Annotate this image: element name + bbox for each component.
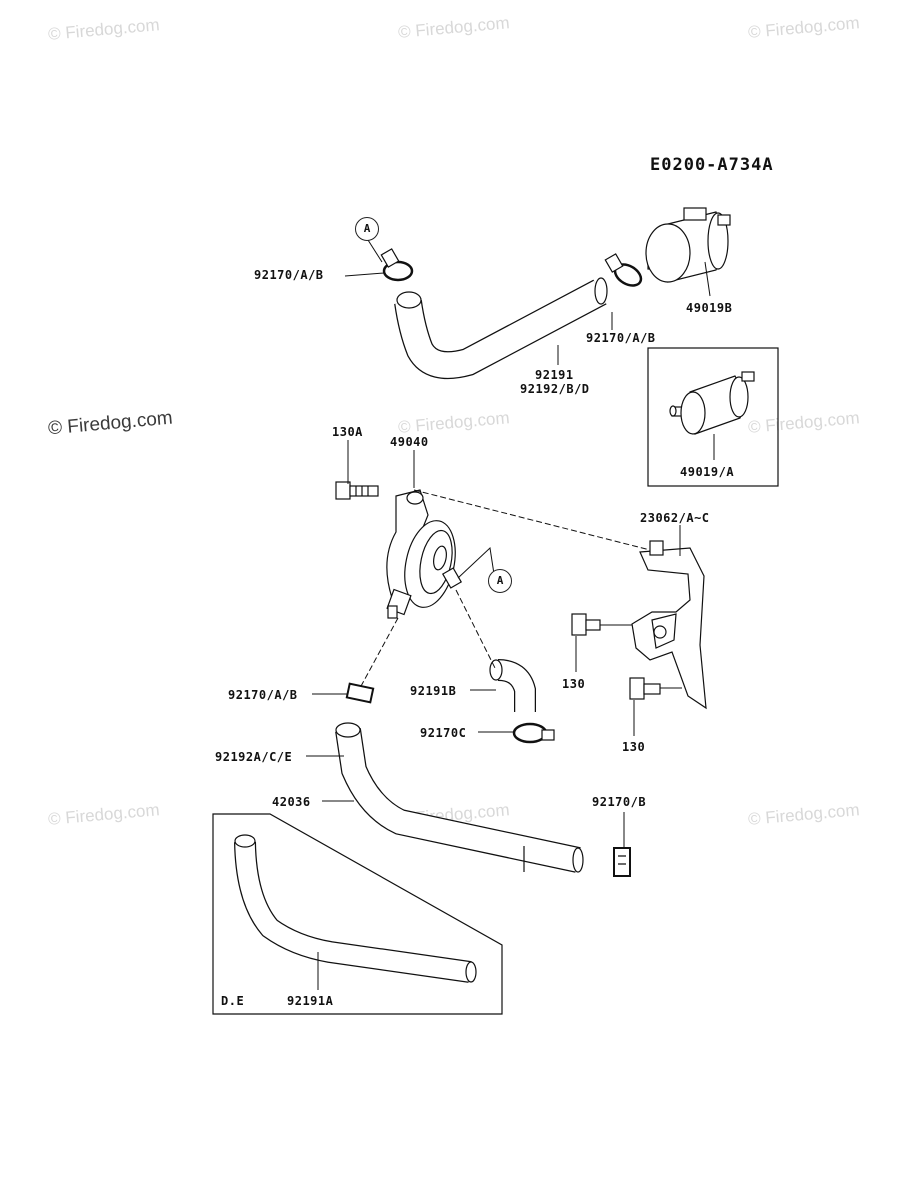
part-label-hose: 92192A/C/E [215,750,293,764]
diagram-code: E0200-A734A [650,155,774,175]
bolt-130-lower [629,677,661,700]
clamp-bottom-right [613,847,631,877]
bolt-130-upper [571,613,601,636]
clamp-92170c [512,722,555,744]
clamp-top-right [604,253,643,287]
fuel-filter-49019b [645,207,731,283]
part-label-bolt: 130 [622,740,646,754]
part-label-hose: 42036 [272,795,311,809]
part-label-hose: 92191B [410,684,457,698]
inset-box-de [212,813,503,1015]
part-label-clamp: 92170/A/B [254,268,324,282]
reference-marker-a[interactable]: A [488,569,512,593]
bracket-23062 [631,540,707,710]
clamp-top-left [380,248,414,282]
bolt-130a [335,481,379,500]
part-label-hose: 92191A [287,994,334,1008]
reference-marker-a[interactable]: A [355,217,379,241]
part-label-clamp: 92170/B [592,795,647,809]
fuel-pump-49040 [386,489,463,619]
fuel-filter-49019a [669,371,755,435]
part-label-clamp: 92170C [420,726,467,740]
part-label-bolt: 130A [332,425,363,439]
part-label-clamp: 92170/A/B [586,331,656,345]
part-label-bracket: 23062/A~C [640,511,710,525]
part-label-clamp: 92170/A/B [228,688,298,702]
inset-tag: D.E [221,994,245,1008]
part-label-filter: 49019B [686,301,733,315]
part-label-filter: 49019/A [680,465,735,479]
part-label-hose: 92192/B/D [520,382,590,396]
inset-box-filter [647,347,779,487]
part-label-hose: 92191 [535,368,574,382]
part-label-bolt: 130 [562,677,586,691]
clamp-mid [345,682,375,704]
part-label-pump: 49040 [390,435,429,449]
